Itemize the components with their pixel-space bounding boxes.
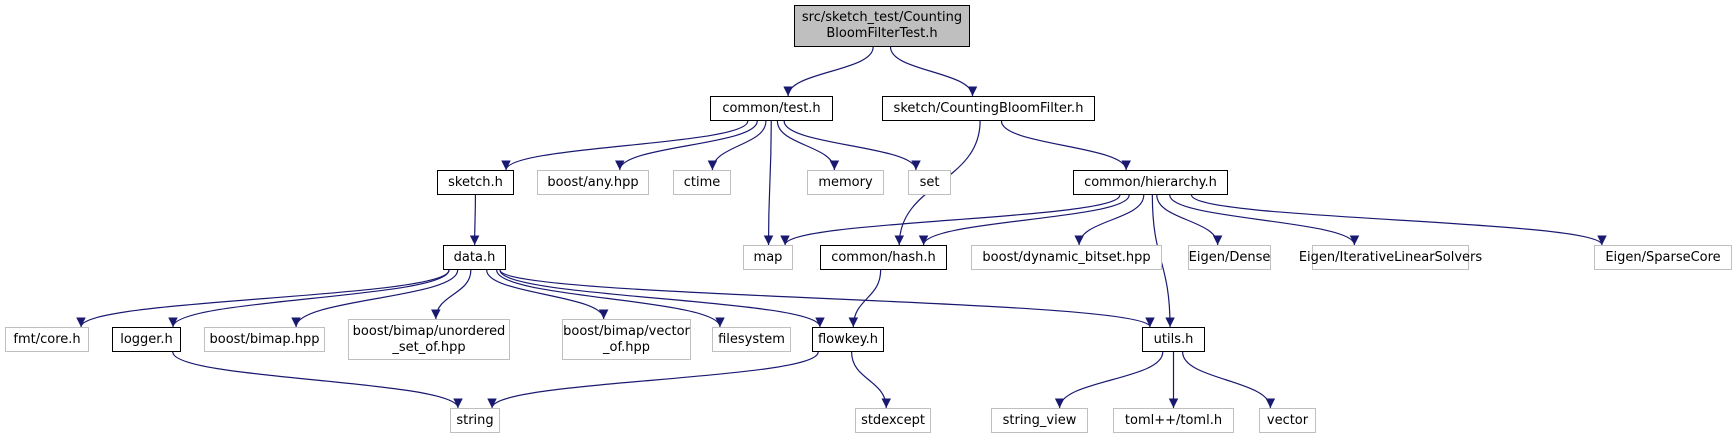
- node-data-h[interactable]: data.h: [443, 245, 506, 270]
- edge-data-h-to-fmt-core: [76, 269, 450, 328]
- node-ctime: ctime: [673, 170, 731, 195]
- edge-root-to-common-test: [783, 46, 874, 97]
- edge-common-hierarchy-to-eigen-dense: [1156, 194, 1223, 246]
- edge-flowkey-h-to-string: [487, 351, 819, 409]
- edge-common-hierarchy-to-boost-dyn: [1074, 194, 1145, 246]
- node-eigen-dense: Eigen/Dense: [1188, 245, 1271, 270]
- edge-flowkey-h-to-stdexcept: [851, 351, 892, 409]
- node-boost-bimap: boost/bimap.hpp: [204, 327, 325, 352]
- node-logger-h[interactable]: logger.h: [112, 327, 181, 352]
- node-toml: toml++/toml.h: [1113, 408, 1234, 433]
- edge-common-hash-to-flowkey-h: [848, 269, 882, 328]
- node-bimap-unordered: boost/bimap/unordered _set_of.hpp: [348, 319, 510, 360]
- edge-common-test-to-sketch-h: [501, 120, 749, 171]
- node-set: set: [908, 170, 951, 195]
- node-map: map: [743, 245, 793, 270]
- node-string-view: string_view: [991, 408, 1088, 433]
- edge-data-h-to-logger-h: [168, 269, 450, 328]
- edge-common-test-to-ctime: [707, 120, 767, 171]
- edge-common-hierarchy-to-map: [780, 194, 1121, 246]
- edge-sketch-h-to-data-h: [469, 194, 480, 246]
- node-memory: memory: [807, 170, 884, 195]
- node-eigen-iter: Eigen/IterativeLinearSolvers: [1299, 245, 1482, 270]
- edge-utils-h-to-vector: [1182, 351, 1276, 409]
- node-boost-dyn: boost/dynamic_bitset.hpp: [971, 245, 1162, 270]
- edge-utils-h-to-string-view: [1054, 351, 1164, 409]
- node-fmt-core: fmt/core.h: [5, 327, 89, 352]
- edge-common-test-to-map: [763, 120, 774, 246]
- node-utils-h[interactable]: utils.h: [1142, 327, 1205, 352]
- node-root[interactable]: src/sketch_test/Counting BloomFilterTest…: [794, 5, 970, 47]
- node-sketch-h[interactable]: sketch.h: [437, 170, 514, 195]
- edge-data-h-to-flowkey-h: [499, 269, 825, 328]
- edge-data-h-to-utils-h: [499, 269, 1155, 328]
- node-sketch-cbf[interactable]: sketch/CountingBloomFilter.h: [882, 96, 1095, 121]
- node-filesystem: filesystem: [712, 327, 791, 352]
- node-stdexcept: stdexcept: [855, 408, 931, 433]
- node-vector: vector: [1259, 408, 1316, 433]
- edge-sketch-cbf-to-common-hierarchy: [1000, 120, 1131, 171]
- node-common-hash[interactable]: common/hash.h: [820, 245, 947, 270]
- node-string: string: [450, 408, 500, 433]
- edge-common-test-to-memory: [776, 120, 840, 171]
- edge-data-h-to-boost-bimap: [291, 269, 459, 328]
- edge-common-hierarchy-to-eigen-sparse: [1190, 194, 1607, 246]
- node-flowkey-h[interactable]: flowkey.h: [812, 327, 884, 352]
- edge-logger-h-to-string: [172, 351, 463, 409]
- edge-common-test-to-boost-any: [615, 120, 758, 171]
- edge-common-hierarchy-to-eigen-iter: [1169, 194, 1360, 246]
- node-eigen-sparse: Eigen/SparseCore: [1594, 245, 1732, 270]
- node-common-hierarchy[interactable]: common/hierarchy.h: [1073, 170, 1228, 195]
- edge-common-hierarchy-to-common-hash: [918, 194, 1130, 246]
- node-boost-any: boost/any.hpp: [537, 170, 649, 195]
- edge-root-to-sketch-cbf: [889, 46, 978, 97]
- edge-data-h-to-bimap-unordered: [431, 269, 472, 320]
- node-common-test[interactable]: common/test.h: [710, 96, 833, 121]
- edge-data-h-to-filesystem: [496, 269, 725, 328]
- edge-common-test-to-set: [783, 120, 921, 171]
- node-bimap-vector: boost/bimap/vector _of.hpp: [562, 319, 691, 360]
- edge-data-h-to-bimap-vector: [486, 269, 609, 320]
